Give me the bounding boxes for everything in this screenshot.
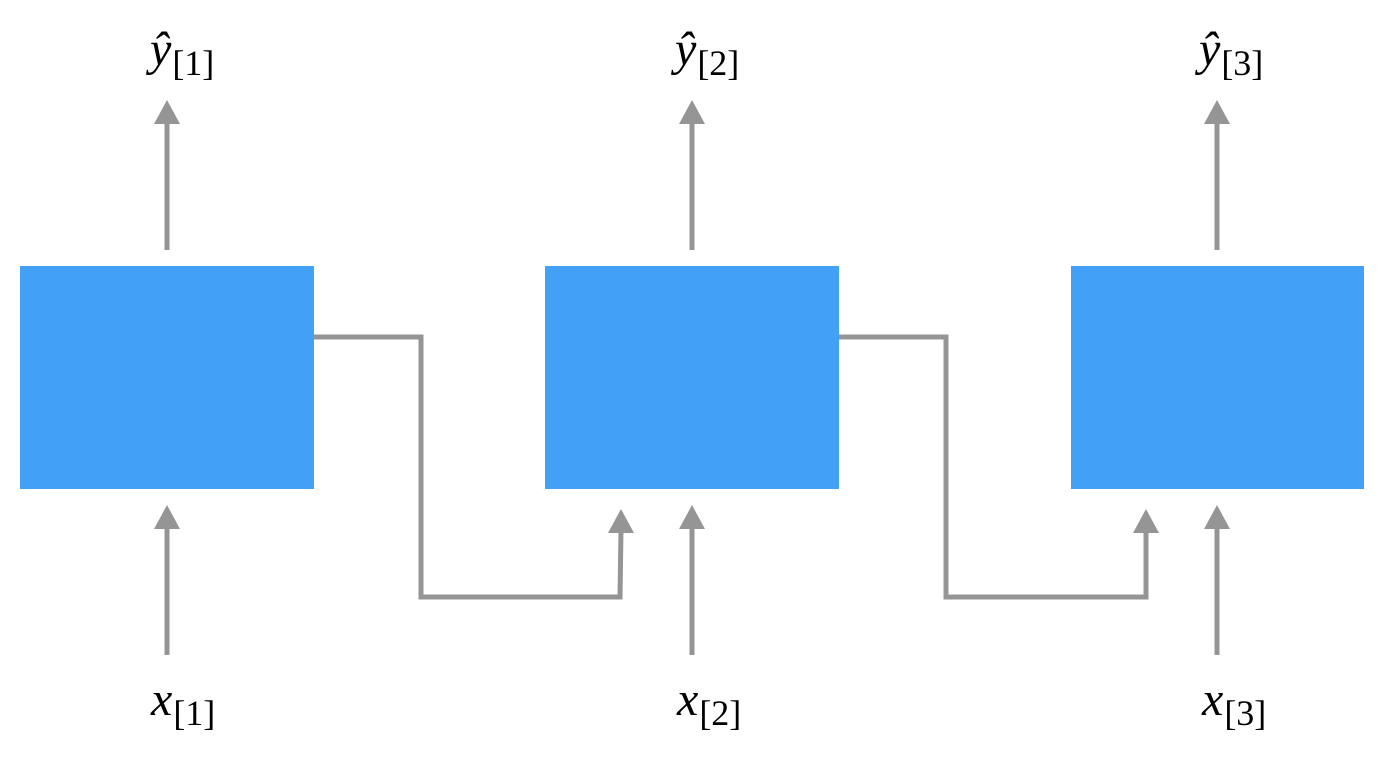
output-subscript: [2] xyxy=(697,43,740,83)
input-symbol: x xyxy=(151,673,173,726)
output-arrow-1 xyxy=(154,100,180,250)
input-label-2: x[2] xyxy=(677,673,741,732)
output-symbol: ŷ xyxy=(675,23,697,76)
input-arrow-1 xyxy=(154,505,180,655)
input-symbol: x xyxy=(677,673,699,726)
input-subscript: [2] xyxy=(699,693,742,733)
output-arrow-3 xyxy=(1204,100,1230,250)
input-label-1: x[1] xyxy=(151,673,215,732)
output-symbol: ŷ xyxy=(150,23,172,76)
input-label-3: x[3] xyxy=(1202,673,1266,732)
output-subscript: [3] xyxy=(1221,43,1264,83)
rnn-cell-2 xyxy=(545,266,839,489)
rnn-cell-3 xyxy=(1071,266,1364,489)
output-label-3: ŷ[3] xyxy=(1199,23,1263,82)
output-arrow-2 xyxy=(679,100,705,250)
output-symbol: ŷ xyxy=(1199,23,1221,76)
input-arrow-3 xyxy=(1204,505,1230,655)
recurrent-arrow-1-to-2 xyxy=(314,334,634,600)
input-subscript: [3] xyxy=(1224,693,1267,733)
input-arrow-2 xyxy=(679,505,705,655)
input-symbol: x xyxy=(1202,673,1224,726)
output-label-2: ŷ[2] xyxy=(675,23,739,82)
rnn-cell-1 xyxy=(20,266,314,489)
output-subscript: [1] xyxy=(172,43,215,83)
output-label-1: ŷ[1] xyxy=(150,23,214,82)
recurrent-arrow-2-to-3 xyxy=(839,334,1159,600)
input-subscript: [1] xyxy=(173,693,216,733)
